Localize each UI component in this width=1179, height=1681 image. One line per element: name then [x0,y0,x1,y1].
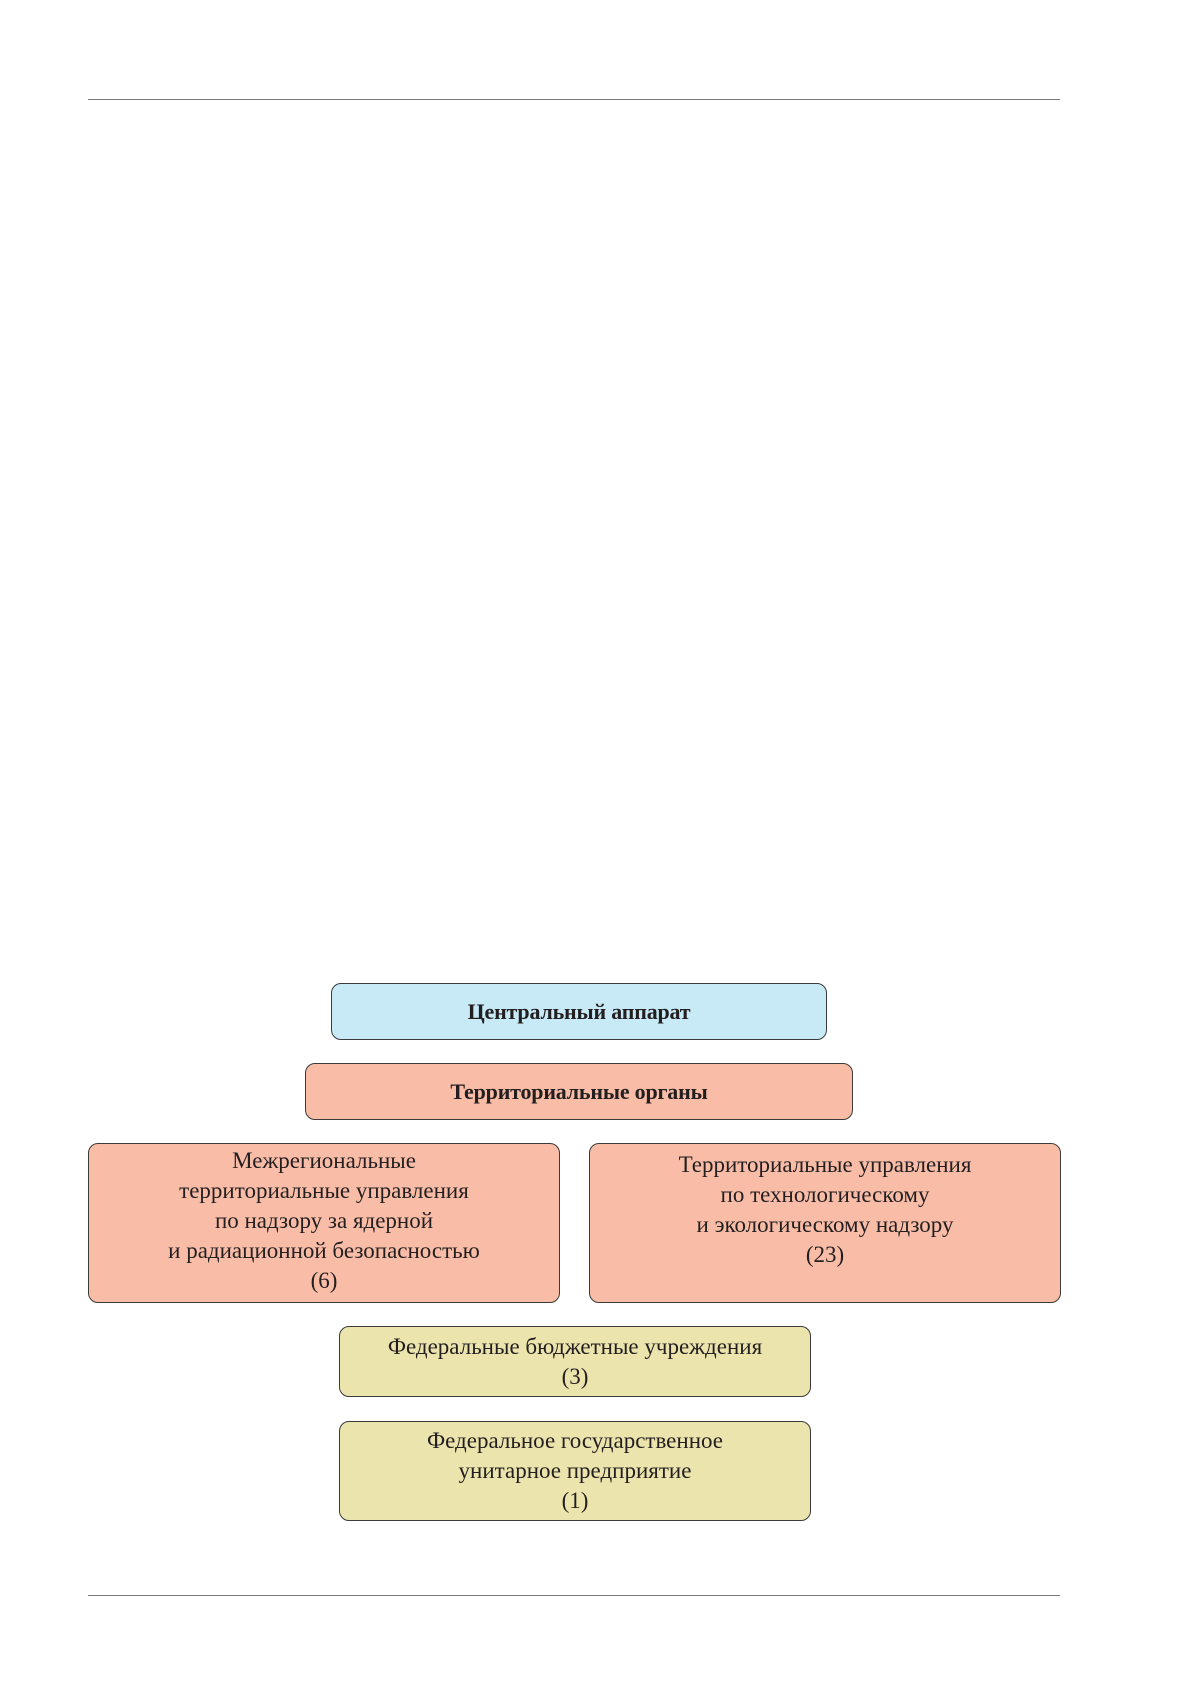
node-central-apparatus: Центральный аппарат [331,983,827,1040]
node-label: Территориальные управления по технологич… [678,1152,972,1267]
node-territorial-bodies: Территориальные органы [305,1063,853,1120]
node-label: Центральный аппарат [467,998,691,1024]
top-rule [88,99,1060,100]
node-territorial-directorates: Территориальные управления по технологич… [589,1143,1061,1303]
node-label: Федеральные бюджетные учреждения (3) [387,1333,763,1389]
node-federal-budget-institutions: Федеральные бюджетные учреждения (3) [339,1326,811,1397]
node-federal-unitary-enterprise: Федеральное государственное унитарное пр… [339,1421,811,1521]
bottom-rule [88,1595,1060,1596]
node-label: Межрегиональные территориальные управлен… [168,1148,480,1293]
node-label: Территориальные органы [450,1078,708,1104]
node-interregional-directorates: Межрегиональные территориальные управлен… [88,1143,560,1303]
node-label: Федеральное государственное унитарное пр… [426,1428,723,1513]
